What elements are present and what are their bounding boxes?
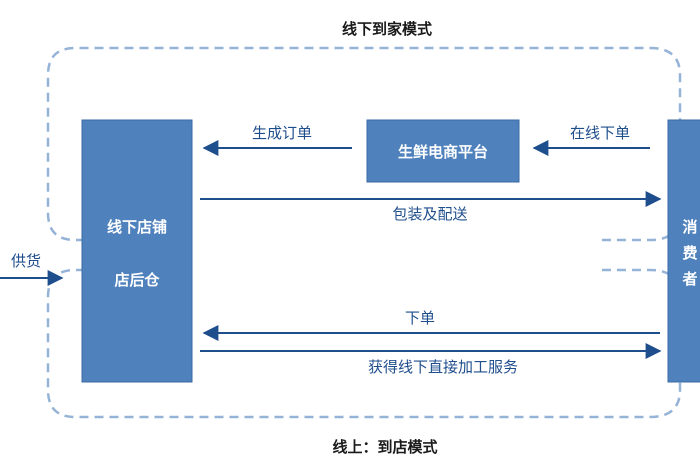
consumer-box <box>667 119 700 383</box>
offline-service-label: 获得线下直接加工服务 <box>368 358 518 376</box>
fresh-ecommerce-platform-label: 生鲜电商平台 <box>398 143 488 161</box>
generate-order-label: 生成订单 <box>252 124 312 142</box>
offline-store-box <box>81 119 193 383</box>
consumer-label-char3: 者 <box>682 270 697 288</box>
offline-store-label-line1: 线下店铺 <box>107 218 167 236</box>
online-to-store-title: 线上：到店模式 <box>332 438 437 456</box>
consumer-label-char2: 费 <box>682 244 697 262</box>
supply-label: 供货 <box>11 252 41 270</box>
pack-deliver-label: 包装及配送 <box>392 205 467 223</box>
offline-store-label-line2: 店后仓 <box>114 271 160 289</box>
place-order-online-label: 在线下单 <box>570 124 630 142</box>
fresh-ecommerce-platform-box <box>366 119 520 183</box>
online-to-home-title: 线下到家模式 <box>342 20 432 38</box>
consumer-label-char1: 消 <box>682 218 697 236</box>
place-order-label: 下单 <box>405 309 435 327</box>
